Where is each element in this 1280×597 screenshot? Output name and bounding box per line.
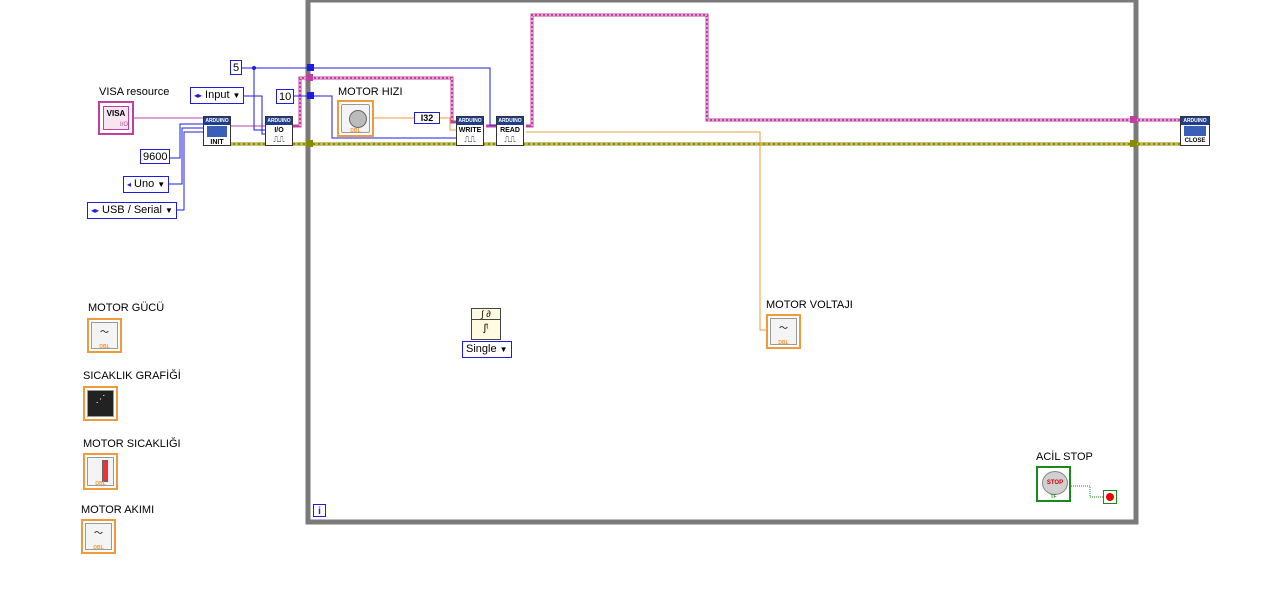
ring-arrows-icon: ◂▸ — [194, 91, 203, 100]
stop-button-face: STOP — [1042, 471, 1068, 495]
time-integral-icon: ∫ᵗ — [483, 323, 489, 334]
waveform-icon: 〜 — [99, 327, 109, 337]
connection-type-ring[interactable]: ◂▸ USB / Serial ▼ — [87, 202, 177, 219]
timing-express-vi[interactable]: ∫ ∂ ∫ᵗ — [471, 308, 501, 340]
connection-type-value: USB / Serial — [102, 204, 162, 216]
acil-stop-label: ACİL STOP — [1036, 451, 1093, 463]
timing-mode-ring[interactable]: Single ▼ — [462, 341, 512, 358]
error-tunnel-left — [306, 140, 313, 147]
visa-text: VISA — [106, 109, 126, 118]
vi-io-label: I/O — [274, 127, 284, 134]
vi-header: ARDUINO — [266, 117, 292, 125]
vi-header: ARDUINO — [1181, 117, 1209, 125]
timing-mode-value: Single — [466, 343, 497, 355]
baud-rate-constant[interactable]: 9600 — [140, 149, 171, 164]
arduino-write-vi[interactable]: ARDUINO WRITE ⎍⎍ — [456, 116, 484, 146]
visa-tunnel-left — [306, 74, 313, 81]
motor-hizi-knob[interactable]: DBL — [337, 100, 374, 137]
numeric-wires — [374, 117, 768, 331]
loop-condition-terminal[interactable] — [1103, 490, 1117, 504]
signal-icon: ⎍⎍ — [504, 135, 516, 144]
integral-icon: ∫ ∂ — [472, 309, 500, 320]
pin-mode-ring[interactable]: ◂▸ Input ▼ — [190, 87, 245, 104]
visa-wire — [134, 13, 1180, 128]
dbl-tag: DBL — [99, 344, 110, 350]
int-tunnel-top — [307, 64, 314, 71]
vi-header: ARDUINO — [204, 117, 230, 125]
vi-header: ARDUINO — [497, 117, 523, 125]
waveform-icon: 〜 — [778, 323, 788, 333]
motor-akimi-label: MOTOR AKIMI — [81, 504, 155, 516]
motor-akimi-graph[interactable]: 〜 DBL — [81, 519, 116, 554]
motor-gucu-label: MOTOR GÜCÜ — [88, 302, 165, 314]
to-i32-conversion[interactable]: I32 — [414, 112, 440, 124]
ring-arrows-icon: ◂ — [127, 180, 132, 189]
arduino-board-icon — [207, 126, 227, 137]
chevron-down-icon: ▼ — [164, 206, 173, 215]
error-tunnel-right — [1130, 140, 1137, 147]
vi-write-label: WRITE — [458, 127, 482, 134]
acil-stop-button[interactable]: STOP TF — [1036, 466, 1071, 502]
arduino-close-vi[interactable]: ARDUINO CLOSE — [1180, 116, 1210, 146]
pin-mode-value: Input — [205, 89, 230, 101]
stop-wire — [1071, 485, 1103, 498]
stop-condition-icon — [1106, 493, 1114, 501]
arduino-set-pin-vi[interactable]: ARDUINO I/O ⎍⎍ — [265, 116, 293, 146]
arduino-board-icon — [1184, 126, 1206, 136]
pin-constant[interactable]: 5 — [230, 60, 243, 75]
vi-header: ARDUINO — [457, 117, 483, 125]
int-tunnel-mid — [307, 92, 314, 99]
arduino-read-vi[interactable]: ARDUINO READ ⎍⎍ — [496, 116, 524, 146]
motor-hizi-label: MOTOR HIZI — [338, 86, 403, 98]
visa-sub: I/O — [119, 122, 128, 128]
dbl-tag: DBL — [778, 340, 789, 346]
sicaklik-grafigi-chart[interactable]: ⋰ — [83, 386, 118, 421]
board-type-ring[interactable]: ◂ Uno ▼ — [123, 176, 170, 193]
motor-gucu-graph[interactable]: 〜 DBL — [87, 318, 122, 353]
visa-resource-control[interactable]: VISA I/O — [98, 101, 134, 135]
vi-read-label: READ — [500, 127, 520, 134]
arduino-init-vi[interactable]: ARDUINO INIT — [203, 116, 231, 146]
pwm-icon: ⎍⎍ — [464, 135, 476, 144]
while-loop-frame — [305, 0, 1139, 525]
chart-icon: ⋰ — [95, 394, 106, 405]
knob-icon — [349, 110, 367, 128]
pulse-icon: ⎍⎍ — [273, 135, 285, 144]
tf-tag: TF — [1050, 494, 1057, 500]
waveform-icon: 〜 — [93, 528, 103, 538]
motor-voltaji-graph[interactable]: 〜 DBL — [766, 314, 801, 349]
chevron-down-icon: ▼ — [232, 91, 241, 100]
sicaklik-grafigi-label: SICAKLIK GRAFİĞİ — [83, 370, 181, 382]
vi-close-label: CLOSE — [1184, 138, 1206, 144]
motor-voltaji-label: MOTOR VOLTAJI — [766, 299, 853, 311]
value-constant[interactable]: 10 — [276, 89, 295, 104]
thermometer-icon — [102, 460, 108, 482]
dbl-tag: DBL — [95, 481, 106, 487]
visa-resource-label: VISA resource — [99, 86, 170, 98]
dbl-tag: DBL — [93, 545, 104, 551]
dbl-tag: DBL — [350, 128, 361, 134]
visa-tunnel-right — [1130, 116, 1137, 123]
vi-init-label: INIT — [210, 139, 224, 146]
ring-arrows-icon: ◂▸ — [91, 206, 100, 215]
chevron-down-icon: ▼ — [157, 180, 166, 189]
chevron-down-icon: ▼ — [499, 345, 508, 354]
motor-sicakligi-thermometer[interactable]: DBL — [83, 453, 118, 490]
board-type-value: Uno — [134, 178, 155, 190]
motor-sicakligi-label: MOTOR SICAKLIĞI — [83, 438, 181, 450]
loop-iteration-terminal: i — [313, 504, 326, 517]
